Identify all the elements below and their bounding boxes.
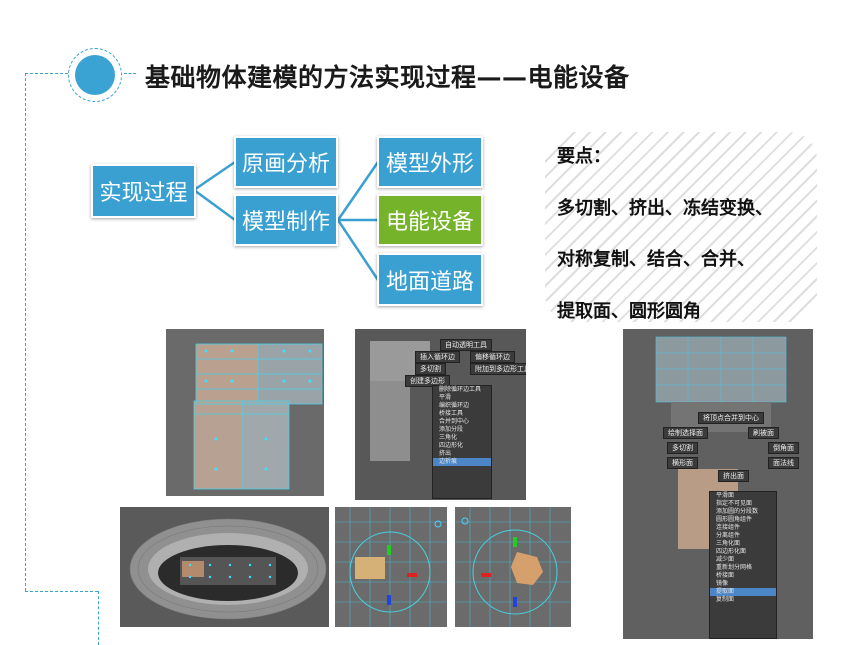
mindmap-node-analysis: 原画分析	[234, 136, 338, 188]
keypoints-panel: 要点： 多切割、挤出、冻结变换、 对称复制、结合、合并、 提取面、圆形圆角	[545, 132, 817, 322]
screenshot-grid-gizmo	[335, 507, 447, 627]
menu-item[interactable]: 桥接工具	[439, 410, 464, 417]
marking-item[interactable]: 多切割	[667, 442, 698, 454]
menu-item[interactable]: 连接组件	[716, 524, 741, 531]
menu-item[interactable]: 平滑	[439, 394, 452, 401]
decor-dash-vertical-2	[98, 591, 99, 645]
grid-gizmo-illustration	[335, 507, 447, 627]
menu-item[interactable]: 镜像	[716, 580, 729, 587]
decor-dash-bottom	[25, 591, 98, 592]
mindmap-node-production: 模型制作	[234, 194, 338, 246]
marking-item[interactable]: 挤出面	[718, 470, 749, 482]
menu-item[interactable]: 圆形圆角组件	[716, 516, 753, 523]
menu-item[interactable]: 平滑面	[716, 492, 735, 499]
mindmap-node-device: 电能设备	[377, 194, 483, 246]
menu-item[interactable]: 四边形化	[439, 442, 464, 449]
decor-dash-vertical	[25, 73, 26, 591]
keypoints-line: 对称复制、结合、合并、	[557, 249, 755, 270]
menu-item[interactable]: 三角化面	[716, 540, 741, 547]
menu-item[interactable]: 添加圆的分段数	[716, 508, 759, 515]
menu-item[interactable]: 分离组件	[716, 532, 741, 539]
menu-item[interactable]: 重新划分网格	[716, 564, 753, 571]
menu-item[interactable]: 挤出	[439, 450, 452, 457]
page-title: 基础物体建模的方法实现过程——电能设备	[145, 63, 630, 92]
mindmap-node-road: 地面道路	[377, 253, 483, 306]
menu-item[interactable]: 三角化	[439, 434, 458, 441]
screenshot-multicut-menu: 自动透明工具 插入循环边 偏移循环边 多切割 附加到多边形工具 创建多边形 删除…	[355, 329, 526, 500]
context-menu: 平滑面 指定不可见面 添加圆的分段数 圆形圆角组件 连接组件 分离组件 三角化面…	[709, 491, 777, 639]
title-bullet-ring	[68, 48, 122, 102]
screenshot-device-model	[166, 329, 324, 496]
menu-item[interactable]: 减少面	[716, 556, 735, 563]
keypoints-line: 多切割、挤出、冻结变换、	[557, 198, 773, 219]
marking-item[interactable]: 多切割	[415, 363, 446, 375]
screenshot-grid-shape	[455, 507, 571, 627]
menu-item[interactable]: 删除循环边工具	[439, 386, 482, 393]
title-bullet	[75, 55, 115, 95]
screenshot-extract-menu: 将顶点合并到中心 绘制选择面 刷被面 多切割 倒角面 横形面 挤出面 面法线 平…	[623, 329, 813, 639]
connector-production-shape	[336, 161, 380, 221]
menu-item[interactable]: 桥接面	[716, 572, 735, 579]
menu-item[interactable]: 编织循环边	[439, 402, 470, 409]
decor-dash-right	[124, 73, 136, 74]
marking-item[interactable]: 倒角面	[768, 442, 799, 454]
context-menu: 删除循环边工具 平滑 编织循环边 桥接工具 合并到中心 添加分段 三角化 四边形…	[432, 385, 492, 499]
mindmap-connectors	[193, 160, 380, 281]
decor-dash-left	[25, 73, 68, 74]
menu-item[interactable]: 添加分段	[439, 426, 464, 433]
ring-model-illustration	[129, 518, 327, 620]
marking-item[interactable]: 偏移循环边	[470, 351, 515, 363]
marking-item[interactable]: 插入循环边	[415, 351, 460, 363]
marking-item[interactable]: 创建多边形	[405, 375, 450, 387]
marking-item[interactable]: 面法线	[768, 457, 799, 469]
menu-item-selected[interactable]: 提取面	[710, 588, 776, 596]
mindmap-root: 实现过程	[91, 164, 196, 218]
menu-item[interactable]: 合并到中心	[439, 418, 470, 425]
connector-root-analysis	[193, 160, 236, 192]
marking-item[interactable]: 横形面	[667, 457, 698, 469]
marking-item[interactable]: 绘制选择面	[663, 427, 708, 439]
connector-production-road	[336, 219, 380, 281]
marking-item[interactable]: 刷被面	[748, 427, 779, 439]
grid-shape-illustration	[455, 507, 571, 627]
menu-item[interactable]: 复制面	[716, 596, 735, 603]
marking-item[interactable]: 自动透明工具	[440, 339, 492, 351]
marking-item[interactable]: 附加到多边形工具	[470, 363, 526, 375]
menu-item-selected[interactable]: 边折痕	[433, 458, 491, 466]
mindmap-node-shape: 模型外形	[377, 136, 483, 188]
menu-item[interactable]: 四边形化面	[716, 548, 747, 555]
keypoints-heading: 要点：	[557, 146, 611, 167]
screenshot-ring-model	[120, 507, 329, 627]
connector-root-production	[193, 188, 236, 222]
extract-menu-model	[655, 336, 787, 549]
keypoints-line: 提取面、圆形圆角	[557, 301, 701, 322]
device-model-illustration	[193, 343, 323, 490]
menu-item[interactable]: 指定不可见面	[716, 500, 753, 507]
marking-item[interactable]: 将顶点合并到中心	[698, 412, 764, 424]
